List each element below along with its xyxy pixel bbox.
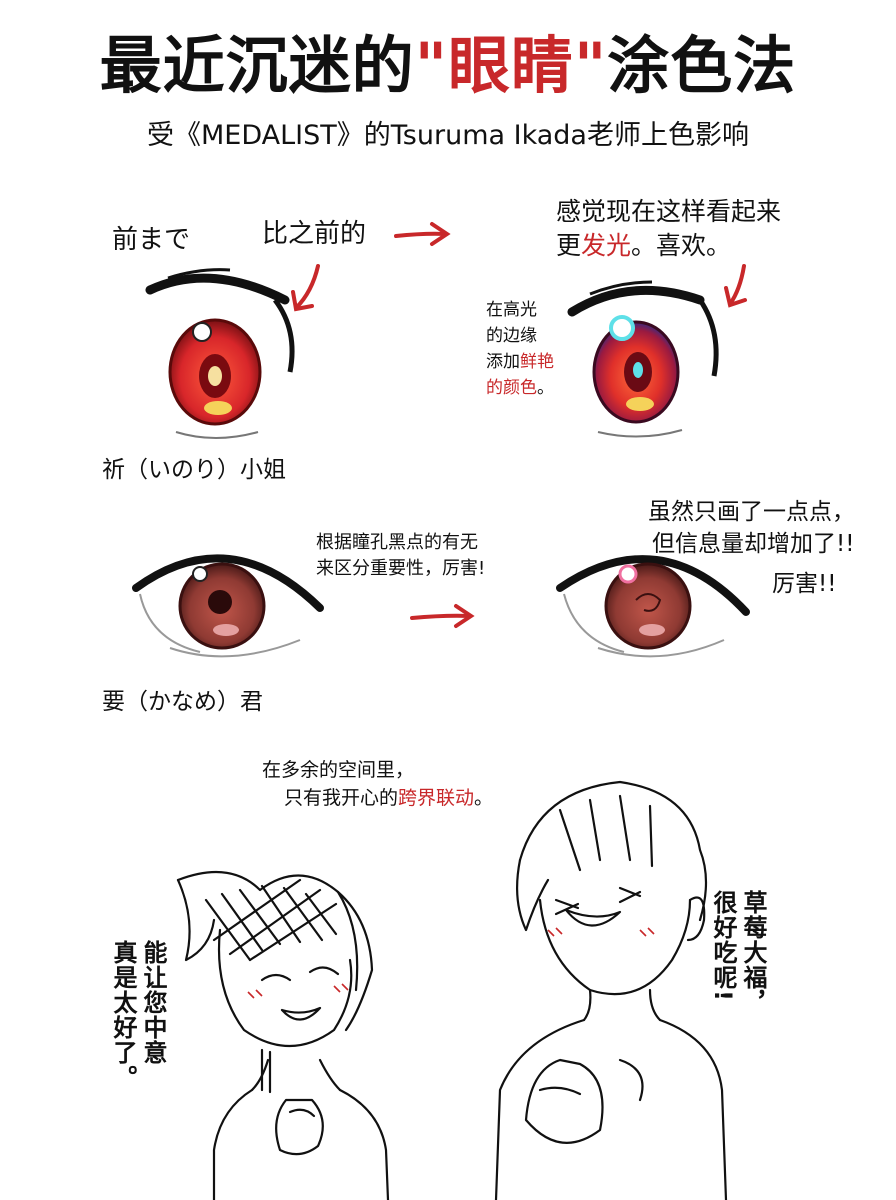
kaname-speech-col2: 很好吃呢! (709, 890, 737, 1002)
crossover-line2-pre: 只有我开心的 (284, 787, 399, 809)
before-label: 前まで (112, 225, 191, 255)
tip-line1: 在高光 (486, 300, 537, 320)
title-pre: 最近沉迷的 (99, 29, 415, 102)
blush-marks-kaname (547, 927, 655, 937)
tip-line3-highlight: 鲜艳 (520, 352, 554, 372)
arrow-right-icon (394, 222, 451, 246)
pupil-note-line1: 根据瞳孔黑点的有无 (316, 532, 478, 553)
compare-label: 比之前的 (262, 219, 367, 249)
crossover-line2: 只有我开心的跨界联动。 (284, 786, 493, 811)
character-inori-sketch (176, 870, 390, 1200)
crossover-line2-highlight: 跨界联动 (398, 787, 475, 809)
title-post: 涂色法 (607, 29, 797, 102)
crossover-line2-post: 。 (474, 787, 494, 809)
feeling-line1: 感觉现在这样看起来 (556, 197, 782, 226)
inori-label: 祈（いのり）小姐 (102, 457, 286, 483)
result-line1: 虽然只画了一点点， (648, 499, 855, 525)
tip-line3: 添加鲜艳 (486, 350, 554, 375)
feeling-line2-pre: 更 (556, 231, 582, 260)
feeling-line2-post: 。喜欢。 (631, 231, 732, 260)
blush-marks-inori (247, 983, 349, 999)
kaname-speech: 草莓大福， 很好吃呢! (708, 890, 768, 1090)
arrow-down-left-icon-2 (724, 264, 747, 308)
crossover-line1: 在多余的空间里， (262, 759, 415, 781)
kaname-label: 要（かなめ）君 (102, 689, 263, 715)
tip-line4: 的颜色。 (486, 376, 554, 401)
eye-after-kaname (556, 555, 750, 658)
eye-before-inori (145, 268, 295, 439)
tip-line4-post: 。 (537, 378, 554, 398)
inori-speech-col1: 能让您中意 (139, 940, 167, 1065)
pupil-note-line2: 来区分重要性，厉害! (316, 558, 486, 579)
page-title: 最近沉迷的"眼睛"涂色法 (0, 28, 896, 104)
feeling-line2: 更发光。喜欢。 (556, 230, 731, 262)
arrow-right-icon-2 (410, 604, 475, 628)
kaname-speech-col1: 草莓大福， (739, 890, 767, 1015)
inori-speech-col2: 真是太好了。 (109, 940, 137, 1090)
arrow-down-left-icon (291, 264, 320, 312)
character-kaname-sketch (494, 780, 728, 1200)
inori-speech: 能让您中意 真是太好了。 (108, 940, 168, 1140)
result-line3: 厉害!! (772, 571, 837, 597)
result-line2: 但信息量却增加了!! (652, 531, 855, 557)
tip-line2: 的边缘 (486, 326, 537, 346)
feeling-line2-highlight: 发光 (581, 231, 632, 260)
eye-before-kaname (132, 554, 324, 658)
title-highlight: "眼睛" (414, 29, 608, 102)
tip-line3-pre: 添加 (486, 352, 520, 372)
tip-line4-pre: 的颜色 (486, 378, 537, 398)
eye-after-inori (567, 280, 719, 438)
page-subtitle: 受《MEDALIST》的Tsuruma Ikada老师上色影响 (147, 120, 749, 151)
